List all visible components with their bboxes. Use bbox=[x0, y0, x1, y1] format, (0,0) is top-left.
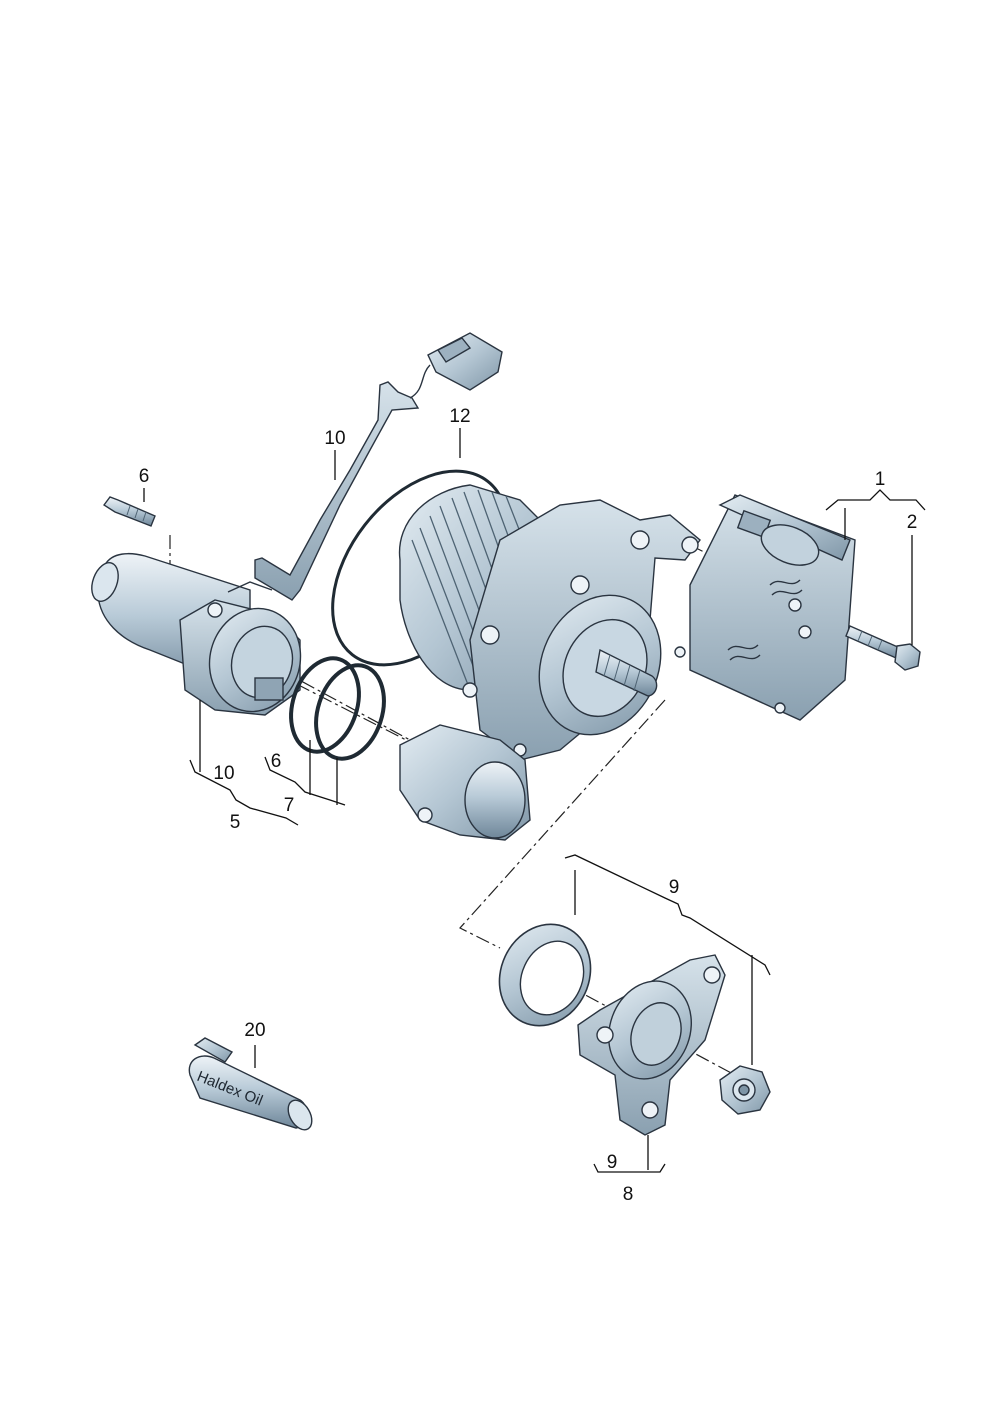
callout-9-lower: 9 bbox=[607, 1152, 618, 1173]
callout-6-lower: 6 bbox=[271, 751, 282, 772]
callout-6-upper: 6 bbox=[139, 466, 150, 487]
pump-motor bbox=[91, 552, 302, 716]
callout-1: 1 bbox=[875, 469, 886, 490]
callout-7: 7 bbox=[284, 795, 295, 816]
wiring-harness bbox=[254, 332, 503, 601]
flange-nut bbox=[719, 1065, 771, 1115]
callout-2: 2 bbox=[907, 512, 918, 533]
callout-12: 12 bbox=[449, 406, 470, 427]
bolt-2 bbox=[845, 625, 921, 671]
callout-10-upper: 10 bbox=[324, 428, 345, 449]
callout-5: 5 bbox=[230, 812, 241, 833]
shaft-seal-9 bbox=[498, 923, 592, 1027]
callout-8: 8 bbox=[623, 1184, 634, 1205]
haldex-oil-bottle: Haldex Oil bbox=[188, 1037, 313, 1131]
leader-lines bbox=[143, 428, 926, 1173]
output-flange bbox=[577, 954, 726, 1136]
bolt-6 bbox=[102, 496, 156, 527]
callout-10-lower: 10 bbox=[213, 763, 234, 784]
callout-labels: 1 2 6 10 12 10 6 7 5 9 20 9 8 bbox=[139, 406, 918, 1205]
callout-9-upper: 9 bbox=[669, 877, 680, 898]
clutch-housing bbox=[398, 484, 701, 841]
control-unit bbox=[674, 494, 856, 721]
callout-20: 20 bbox=[244, 1020, 265, 1041]
harness-connector bbox=[427, 332, 503, 391]
